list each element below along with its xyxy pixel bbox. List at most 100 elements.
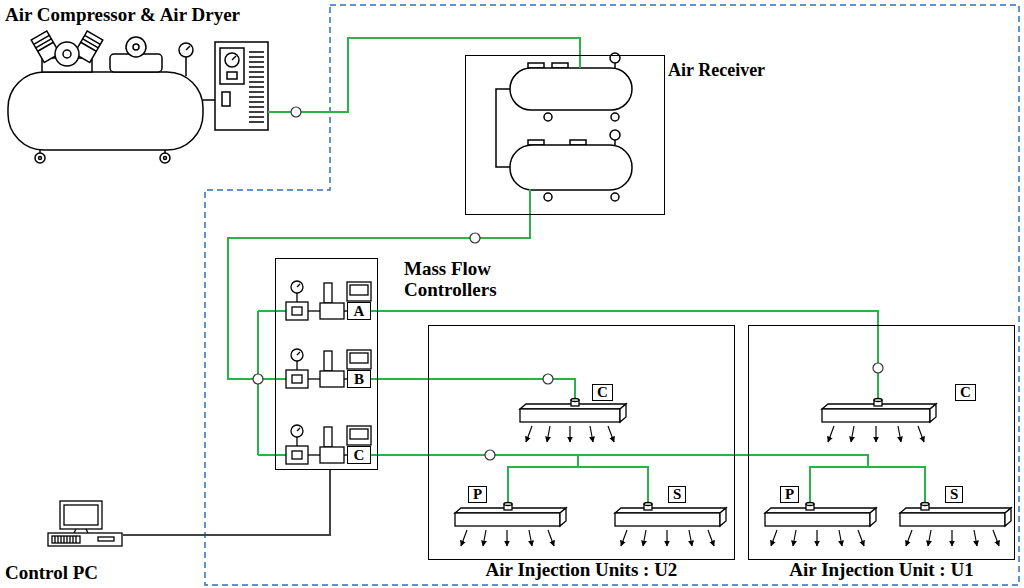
air-pipe: [371, 455, 648, 486]
air-pipe: [371, 311, 878, 384]
air-manifold: [615, 513, 720, 526]
air-jet-arrow: [793, 530, 796, 546]
mass-flow-controller: [324, 427, 332, 447]
air-compressor: [185, 57, 187, 76]
mfc-channel: A: [347, 302, 371, 320]
control-pc: Control PC: [5, 498, 123, 586]
air-manifold: [560, 508, 566, 526]
air-manifold: [900, 508, 1011, 513]
air-receiver-tanks: [496, 53, 632, 201]
air-jet-arrow: [526, 426, 532, 442]
air-dryer: [215, 42, 268, 130]
air-manifold: [930, 404, 936, 422]
air-jet-arrow: [875, 426, 876, 442]
injection-unit-box: Air Injection Unit : U1CPS: [748, 325, 1015, 560]
air-jet-arrow: [771, 530, 777, 546]
air-jet-arrow: [547, 426, 550, 442]
mass-flow-controller: [320, 447, 344, 463]
mass-flow-controller: [350, 285, 368, 295]
air-manifold: [620, 404, 626, 422]
air-pipe: [371, 455, 925, 486]
mass-flow-controller: [350, 353, 368, 363]
air-manifold: C: [520, 384, 626, 424]
air-jet-arrow: [590, 426, 593, 442]
air-manifold: [571, 399, 579, 402]
air-dryer: [227, 72, 237, 79]
channel-letter: B: [354, 372, 364, 387]
unit-heading: Air Compressor & Air Dryer: [5, 5, 240, 26]
valve-circle: [470, 233, 480, 243]
air-manifold: [455, 399, 1011, 527]
air-compressor: [55, 42, 79, 66]
mass-flow-controller: [292, 451, 302, 459]
air-receiver-tanks: [610, 130, 620, 140]
computer-icon: [60, 501, 102, 529]
air-jet-arrow: [621, 530, 627, 546]
mass-flow-controller: [308, 378, 320, 379]
mass-flow-controller: [324, 351, 332, 371]
air-manifold: [455, 513, 560, 526]
air-manifold: [520, 409, 620, 422]
mass-flow-controller: [347, 282, 371, 301]
air-jet-arrow: [529, 530, 532, 546]
air-compressor: [164, 157, 167, 160]
mass-flow-controller: [286, 302, 308, 320]
pipe-stub: [258, 311, 286, 455]
air-manifold: [765, 508, 876, 513]
unit-heading: Air Receiver: [668, 61, 765, 81]
mass-flow-controller: [286, 281, 371, 464]
channel-letter: C: [354, 448, 365, 463]
air-manifold: [765, 513, 870, 526]
air-manifold: [822, 409, 930, 422]
mass-flow-controller: [308, 310, 320, 311]
valve-circle: [253, 374, 263, 384]
computer-icon: [48, 533, 122, 546]
mass-flow-controller: [292, 307, 302, 315]
manifold-letter: C: [955, 384, 976, 401]
mass-flow-controller: [308, 454, 320, 455]
air-receiver-tanks: [496, 89, 510, 167]
mass-flow-controller: [347, 426, 371, 445]
air-compressor: [63, 50, 71, 58]
valve-circle: [253, 107, 883, 460]
air-jet-arrow: [666, 530, 667, 546]
pipe-stub: [529, 189, 531, 215]
manifold-letter: C: [592, 384, 613, 401]
air-manifold: [644, 503, 652, 506]
mass-flow-controller: [291, 425, 303, 437]
air-manifold: [874, 399, 882, 402]
air-jet-arrow: [858, 530, 864, 546]
air-manifold: [806, 503, 814, 506]
air-jet-arrow: [974, 530, 977, 546]
mass-flow-controller: [324, 283, 332, 303]
boundary-dashed: [205, 5, 1019, 585]
mass-flow-controller: [320, 371, 344, 387]
air-dryer: [215, 42, 268, 130]
air-compressor: [179, 43, 193, 57]
mfc-channel: C: [347, 446, 371, 464]
compressor-dryer-unit: Air Compressor & Air Dryer: [2, 5, 268, 162]
mass-flow-controller: [320, 303, 344, 319]
unit-heading: Air Injection Units : U2: [429, 560, 734, 581]
mass-flow-controller: [297, 284, 300, 287]
air-pipe: [371, 455, 868, 486]
air-manifold: [504, 503, 512, 506]
air-receiver-box: Air Receiver: [465, 55, 665, 215]
mass-flow-controller: [286, 446, 308, 464]
air-receiver-tanks: [611, 113, 619, 121]
air-jet-arrow: [828, 426, 834, 442]
air-jet-arrow: [708, 530, 714, 546]
mass-flow-controller: [291, 281, 303, 293]
unit-heading: Control PC: [5, 563, 98, 584]
air-receiver-tanks: [544, 113, 552, 121]
air-manifold: [720, 508, 726, 526]
valve-circle: [485, 450, 495, 460]
air-manifold: S: [615, 486, 726, 528]
air-manifold: [900, 513, 1005, 526]
air-jet-arrow: [906, 530, 912, 546]
air-dryer: [225, 53, 239, 67]
unit-heading: Air Injection Unit : U1: [749, 560, 1014, 581]
